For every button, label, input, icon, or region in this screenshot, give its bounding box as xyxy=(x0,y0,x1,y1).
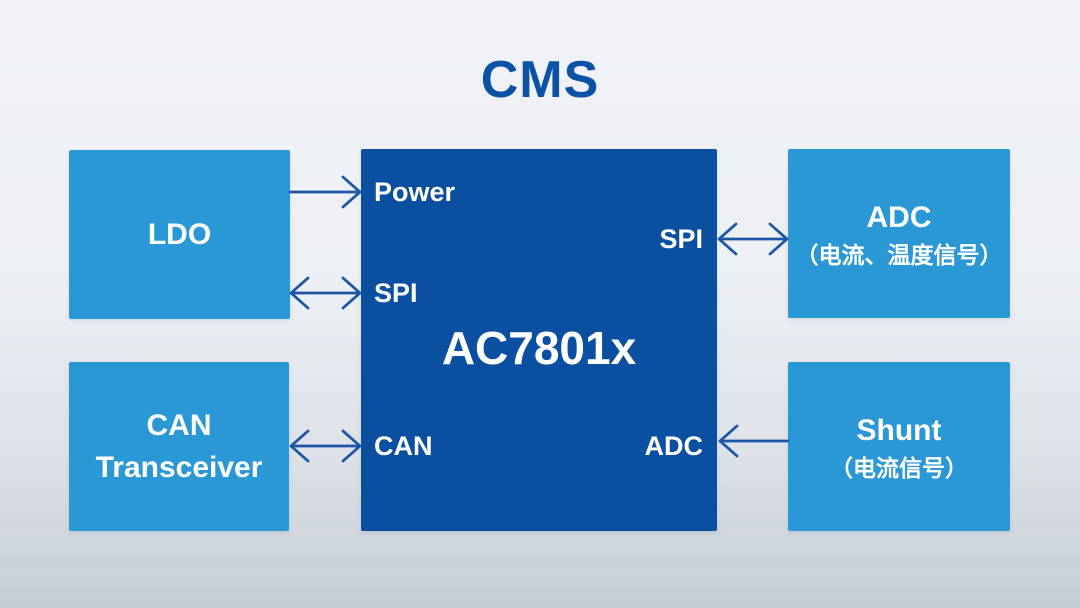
block-mcu-ac7801x: AC7801x Power SPI CAN SPI ADC xyxy=(361,149,717,531)
spi-right-double-arrow-icon xyxy=(717,221,789,257)
block-can-transceiver-label-line2: Transceiver xyxy=(95,450,263,484)
block-shunt-label: Shunt xyxy=(856,413,942,447)
mcu-port-adc: ADC xyxy=(644,431,704,461)
block-adc: ADC （电流、温度信号） xyxy=(788,149,1010,318)
mcu-name-label: AC7801x xyxy=(441,322,637,374)
mcu-port-spi-right: SPI xyxy=(659,224,703,254)
can-double-arrow-icon xyxy=(289,428,362,464)
block-can-transceiver-label-line1: CAN xyxy=(146,408,212,442)
spi-left-double-arrow-icon xyxy=(289,275,362,311)
mcu-port-spi-left: SPI xyxy=(374,278,418,308)
mcu-port-can: CAN xyxy=(374,431,433,461)
block-shunt: Shunt （电流信号） xyxy=(788,362,1010,531)
block-ldo-label: LDO xyxy=(147,217,212,251)
block-can-transceiver: CAN Transceiver xyxy=(69,362,289,531)
mcu-port-power: Power xyxy=(374,177,456,207)
block-adc-label: ADC xyxy=(866,200,932,234)
block-ldo: LDO xyxy=(69,150,290,319)
diagram-title: CMS xyxy=(480,51,600,109)
block-shunt-sublabel: （电流信号） xyxy=(830,454,968,481)
power-arrow-right-icon xyxy=(289,174,362,210)
shunt-to-adc-arrow-left-icon xyxy=(717,423,789,459)
block-adc-sublabel: （电流、温度信号） xyxy=(795,241,1003,268)
